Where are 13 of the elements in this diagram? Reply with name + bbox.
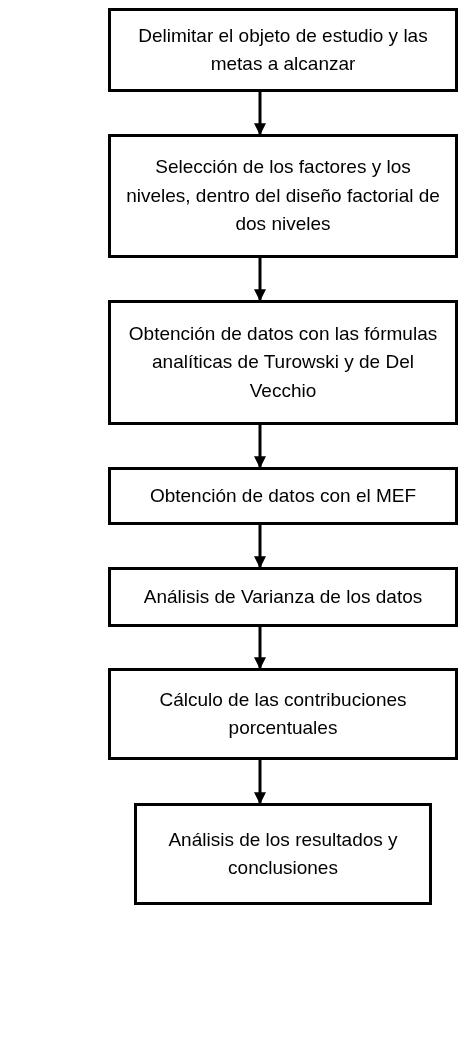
arrow <box>254 425 266 469</box>
arrow <box>254 525 266 569</box>
process-box: Obtención de datos con las fórmulas analíticas de Turowski y de Del Vecchio <box>108 300 458 425</box>
process-box: Obtención de datos con el MEF <box>108 467 458 525</box>
process-box: Selección de los factores y los niveles, dentro del diseño factorial de dos niveles <box>108 134 458 258</box>
arrow <box>254 627 266 670</box>
process-box: Análisis de los resultados y conclusiones <box>134 803 432 905</box>
arrow <box>254 258 266 302</box>
process-box: Delimitar el objeto de estudio y las metas a alcanzar <box>108 8 458 92</box>
process-box: Análisis de Varianza de los datos <box>108 567 458 627</box>
arrow <box>254 92 266 136</box>
process-box: Cálculo de las contribuciones porcentuales <box>108 668 458 760</box>
arrow <box>254 760 266 805</box>
